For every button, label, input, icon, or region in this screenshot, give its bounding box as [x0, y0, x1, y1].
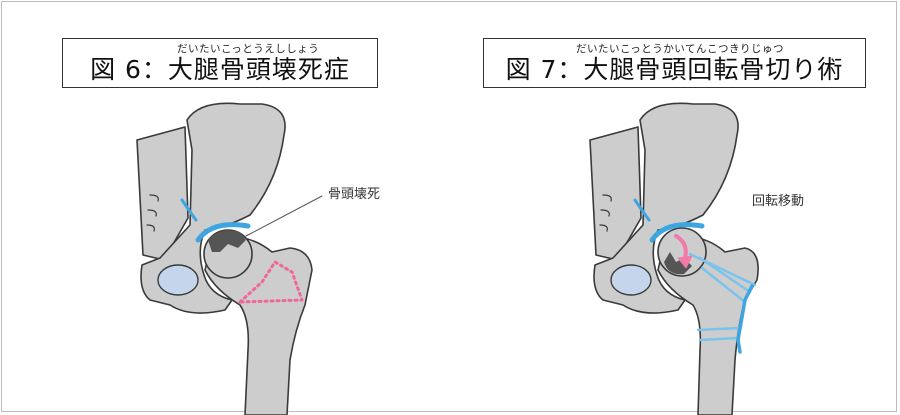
figure7-cartilage-cup: [649, 222, 705, 243]
figure6-obturator: [157, 264, 199, 296]
figure7-title: 図 7：大腿骨頭回転骨切り術: [505, 55, 844, 84]
figure6-cut-line: [238, 260, 304, 304]
figure7-obturator: [610, 264, 652, 296]
figure6-callout-line: [245, 195, 323, 237]
figure7-cartilage-upper: [633, 198, 651, 222]
figure6-illustration: [136, 102, 323, 415]
figure7-sacrum: [589, 126, 642, 261]
figure6-ruby: だいたいこっとうえししょう: [177, 43, 320, 55]
figure6-femur: [204, 236, 313, 415]
figure7-ruby: だいたいこっとうかいてんこつきりじゅつ: [576, 43, 784, 55]
figure7-callout-label: 回転移動: [752, 194, 805, 209]
figure7-title-box: だいたいこっとうかいてんこつきりじゅつ 図 7：大腿骨頭回転骨切り術: [483, 38, 866, 88]
figure6-title-box: だいたいこっとうえししょう 図 6：大腿骨頭壊死症: [62, 38, 378, 88]
figure6-cartilage-cup: [195, 222, 251, 243]
figure7-plate: [736, 284, 754, 354]
figure6-callout-label: 骨頭壊死: [328, 187, 381, 202]
figure7-screws: [688, 252, 757, 342]
figure6-cartilage-upper: [180, 198, 198, 222]
figure6-title: 図 6：大腿骨頭壊死症: [90, 55, 350, 84]
figure6-sacrum: [136, 126, 189, 261]
figure7-illustration: [589, 102, 759, 415]
figure7-necrosis: [664, 252, 692, 275]
figure6-necrosis: [208, 230, 246, 252]
